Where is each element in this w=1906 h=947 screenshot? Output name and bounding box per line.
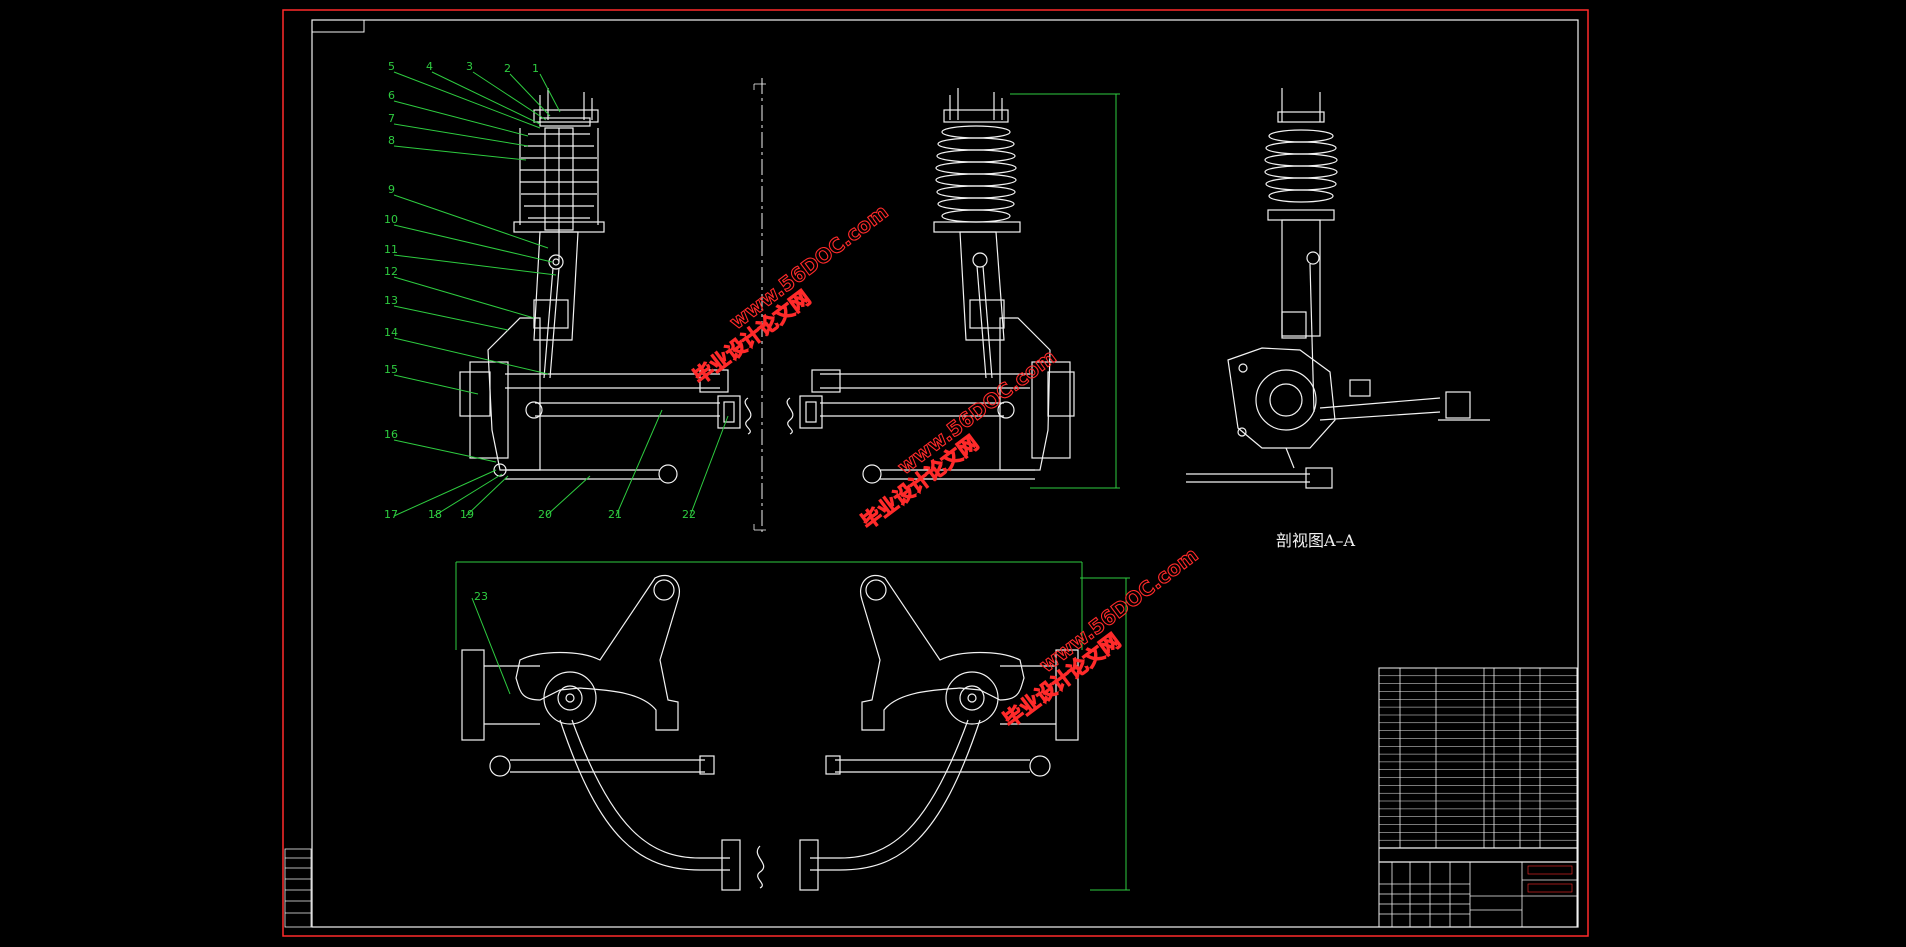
part-label-4: 4 [426,60,433,73]
part-label-22: 22 [682,508,696,521]
part-label-13: 13 [384,294,398,307]
plan-view [455,561,1130,891]
part-label-19: 19 [460,508,474,521]
part-label-14: 14 [384,326,398,339]
watermark-3-url: www.56DOC.com [1035,542,1203,677]
watermark-1: 毕业设计论文网 www.56DOC.com [688,199,893,390]
part-label-7: 7 [388,112,395,125]
front-view-left [459,88,752,484]
part-label-15: 15 [384,363,398,376]
watermark-2-url: www.56DOC.com [893,344,1061,479]
watermark-3: 毕业设计论文网 www.56DOC.com [998,542,1203,733]
part-label-20: 20 [538,508,552,521]
part-label-18: 18 [428,508,442,521]
watermark-1-url: www.56DOC.com [725,199,893,334]
section-caption: 剖视图A–A [1276,531,1356,550]
part-label-21: 21 [608,508,622,521]
watermark-2: 毕业设计论文网 www.56DOC.com [856,344,1061,535]
inner-border [311,19,1579,928]
part-label-10: 10 [384,213,398,226]
part-label-9: 9 [388,183,395,196]
coil-spring-section-a [1264,129,1338,203]
part-label-3: 3 [466,60,473,73]
part-label-6: 6 [388,89,395,102]
outer-border [282,9,1589,937]
part-label-12: 12 [384,265,398,278]
section-a-a-view [1186,88,1490,489]
coil-spring-exterior [935,125,1017,223]
side-stamp-column [284,848,312,928]
part-leaders [393,71,729,695]
corner-box [311,19,365,33]
part-label-17: 17 [384,508,398,521]
part-label-2: 2 [504,62,511,75]
front-view-right [786,88,1120,489]
part-label-1: 1 [532,62,539,75]
title-block [1378,667,1578,928]
part-label-11: 11 [384,243,398,256]
part-label-5: 5 [388,60,395,73]
part-label-16: 16 [384,428,398,441]
part-label-8: 8 [388,134,395,147]
part-label-23: 23 [474,590,488,603]
